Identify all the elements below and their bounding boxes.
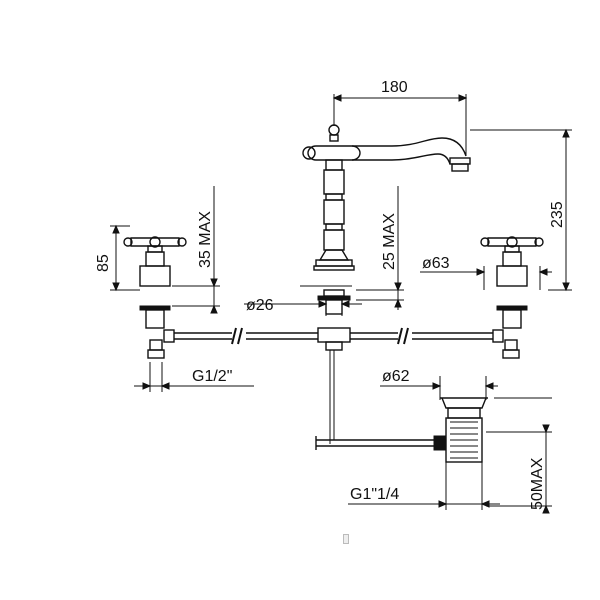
dim-spout-base-max: 25 MAX	[381, 213, 398, 270]
dim-drain-max: 50MAX	[529, 457, 546, 510]
left-handle-valve	[123, 236, 187, 359]
dim-handle-height: 85	[95, 254, 112, 272]
dim-drain-thread: G1"1/4	[350, 486, 399, 503]
page-marker	[343, 534, 349, 544]
pop-up-drain	[315, 397, 488, 463]
dim-spout-reach: 180	[381, 79, 408, 96]
dim-total-height: 235	[549, 201, 566, 228]
dim-inlet-thread: G1/2"	[192, 368, 232, 385]
spout	[302, 124, 471, 444]
connecting-hoses	[174, 285, 493, 345]
dim-drain-flange-diameter: ø62	[382, 368, 410, 385]
right-handle-valve	[480, 236, 544, 359]
dim-spout-shank-diameter: ø26	[246, 297, 274, 314]
dim-handle-flange-diameter: ø63	[422, 255, 450, 272]
dim-handle-base-max: 35 MAX	[197, 211, 214, 268]
dimension-lines	[110, 94, 572, 514]
